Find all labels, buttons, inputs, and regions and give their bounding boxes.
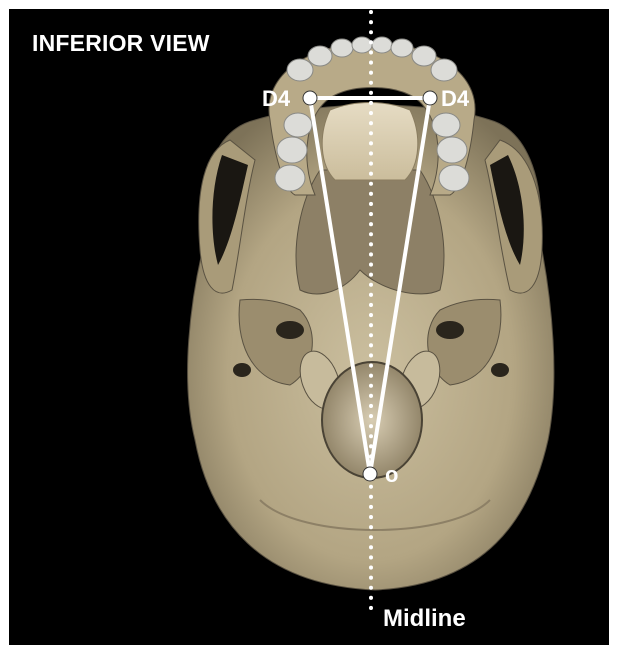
right-jugular-foramen <box>436 321 464 339</box>
left-external-acoustic-meatus <box>233 363 251 377</box>
midline-label: Midline <box>383 605 466 633</box>
view-title: INFERIOR VIEW <box>32 30 210 57</box>
left-d4-label: D4 <box>262 86 290 112</box>
origin-label: o <box>385 462 398 488</box>
origin-marker <box>363 467 377 481</box>
right-external-acoustic-meatus <box>491 363 509 377</box>
right-d4-marker <box>423 91 437 105</box>
left-d4-marker <box>303 91 317 105</box>
left-jugular-foramen <box>276 321 304 339</box>
right-d4-label: D4 <box>441 86 469 112</box>
